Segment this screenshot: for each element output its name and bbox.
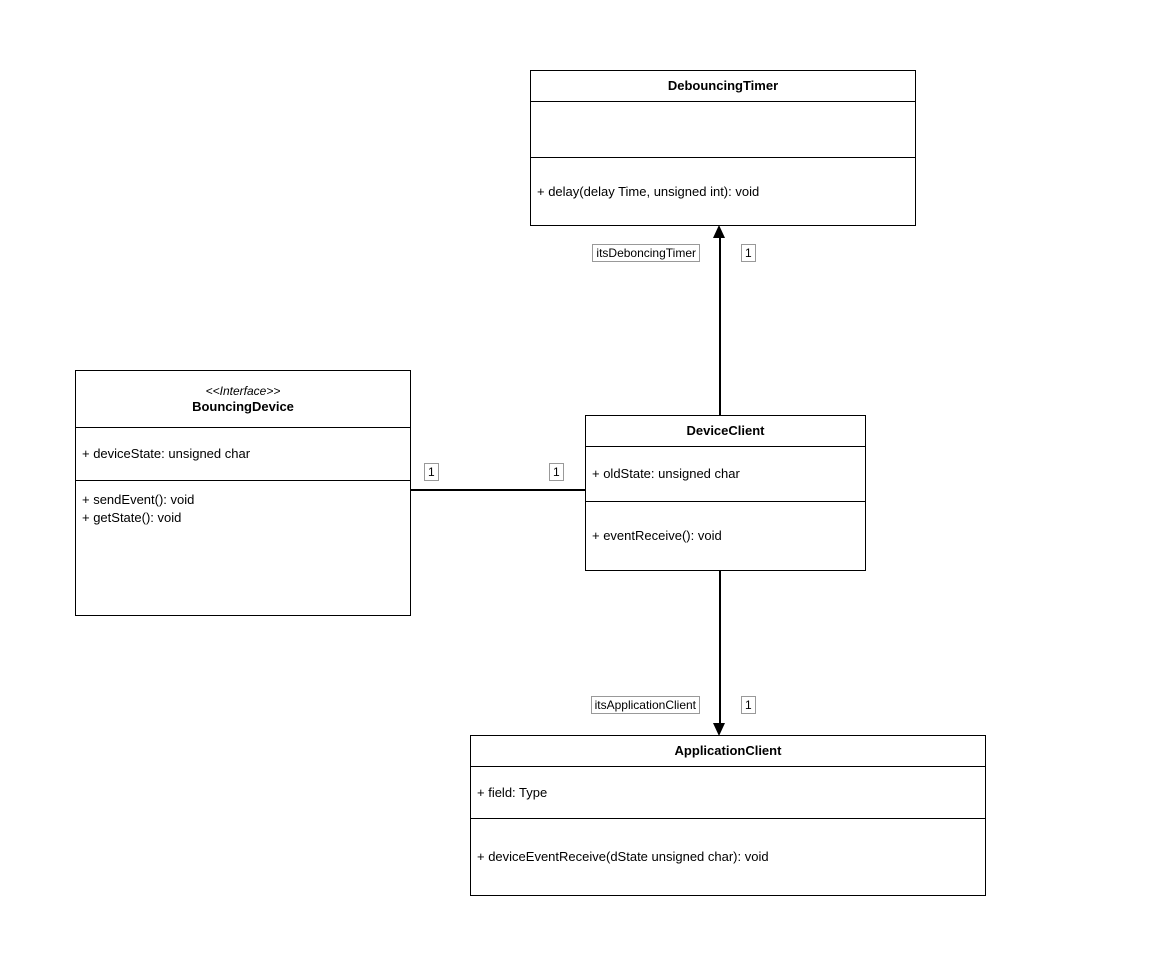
multiplicity-label[interactable]: 1 — [741, 244, 756, 262]
class-device-client[interactable]: DeviceClient + oldState: unsigned char +… — [585, 415, 866, 571]
arrowhead-up-icon — [713, 225, 725, 238]
attributes-compartment: + field: Type — [471, 767, 985, 819]
edge-label-its-application-client[interactable]: itsApplicationClient — [590, 696, 700, 714]
operation: + getState(): void — [82, 510, 182, 525]
edge-label-its-deboncing-timer[interactable]: itsDeboncingTimer — [592, 244, 700, 262]
association-device-to-client[interactable] — [411, 489, 585, 491]
attribute: + oldState: unsigned char — [592, 466, 740, 481]
operation: + sendEvent(): void — [82, 492, 195, 507]
association-client-to-timer[interactable] — [719, 237, 721, 415]
attribute: + field: Type — [477, 784, 548, 800]
class-name: DeviceClient — [686, 423, 765, 438]
operations-compartment: + sendEvent(): void + getState(): void — [76, 481, 410, 615]
class-name: DebouncingTimer — [667, 78, 779, 93]
arrowhead-down-icon — [713, 723, 725, 736]
attributes-compartment: + oldState: unsigned char — [586, 447, 865, 502]
operations-compartment: + delay(delay Time, unsigned int): void — [531, 158, 915, 225]
class-debouncing-timer[interactable]: DebouncingTimer + delay(delay Time, unsi… — [530, 70, 916, 226]
attribute: + deviceState: unsigned char — [82, 446, 251, 461]
attributes-compartment — [531, 102, 915, 158]
association-client-to-application[interactable] — [719, 571, 721, 724]
class-stereotype: <<Interface>> — [205, 383, 281, 398]
multiplicity-label[interactable]: 1 — [741, 696, 756, 714]
operations-compartment: + deviceEventReceive(dState unsigned cha… — [471, 819, 985, 895]
class-header: DeviceClient — [586, 416, 865, 447]
class-name: BouncingDevice — [192, 398, 294, 414]
class-header: DebouncingTimer — [531, 71, 915, 102]
operations-compartment: + eventReceive(): void — [586, 502, 865, 570]
multiplicity-label[interactable]: 1 — [424, 463, 439, 481]
attributes-compartment: + deviceState: unsigned char — [76, 428, 410, 481]
operation: + delay(delay Time, unsigned int): void — [537, 183, 760, 199]
class-application-client[interactable]: ApplicationClient + field: Type + device… — [470, 735, 986, 896]
class-header: ApplicationClient — [471, 736, 985, 767]
operation: + eventReceive(): void — [592, 528, 722, 543]
operation: + deviceEventReceive(dState unsigned cha… — [477, 849, 769, 864]
class-header: <<Interface>> BouncingDevice — [76, 371, 410, 428]
multiplicity-label[interactable]: 1 — [549, 463, 564, 481]
class-name: ApplicationClient — [674, 743, 782, 758]
class-bouncing-device[interactable]: <<Interface>> BouncingDevice + deviceSta… — [75, 370, 411, 616]
